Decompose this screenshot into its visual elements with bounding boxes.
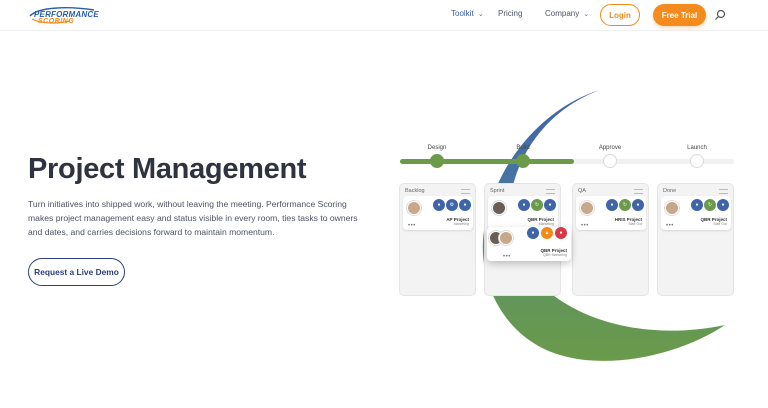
card-subtitle: Staff Out [628,222,642,226]
more-icon: ••• [503,254,511,260]
menu-icon [634,189,643,194]
task-card[interactable]: ● ↻ ● HRIS Project Staff Out ••• [576,196,646,230]
kanban-column-backlog: Backlog ● ⚙ ● AP Project Marketing ••• [399,183,476,296]
warning-icon: ▲ [541,227,553,239]
refresh-icon: ↻ [704,199,716,211]
column-title: Backlog [405,188,425,194]
column-title: Done [663,188,677,194]
stage-progress: Design Build Approve Launch [400,140,736,170]
member-icon: ● [459,199,471,211]
avatar [499,231,513,245]
logo-text-line2: SCORING [38,18,75,25]
logo-swoosh-icon [29,7,95,24]
hero-description: Turn initiatives into shipped work, with… [28,199,358,237]
menu-icon [461,189,470,194]
chevron-down-icon: ⌄ [583,10,590,18]
menu-icon [719,189,728,194]
progress-fill [400,159,574,164]
avatar [407,201,421,215]
card-subtitle: Staff Out [713,222,727,226]
task-card[interactable]: ● ↻ ● QBR Project Staff Out ••• [661,196,731,230]
nav-toolkit[interactable]: Toolkit ⌄ [451,9,484,18]
logo-text-line1: PERFORMANCE [34,10,99,19]
member-icon: ● [518,199,530,211]
stage-label-approve: Approve [598,145,622,151]
nav-pricing-label: Pricing [498,9,523,18]
member-icon: ● [433,199,445,211]
search-icon[interactable] [714,9,726,21]
member-icon: ● [632,199,644,211]
member-icon: ● [691,199,703,211]
refresh-icon: ↻ [619,199,631,211]
task-card[interactable]: ● ⚙ ● AP Project Marketing ••• [403,196,473,230]
nav-pricing[interactable]: Pricing [498,9,522,18]
alert-icon: ● [555,227,567,239]
card-title: QBR Project [540,248,567,253]
more-icon: ••• [408,223,416,229]
stage-marker-launch [690,154,704,168]
member-icon: ● [717,199,729,211]
stage-marker-design [430,154,444,168]
request-demo-button[interactable]: Request a Live Demo [28,258,125,286]
card-title: QBR Project [700,217,727,222]
more-icon: ••• [666,223,674,229]
kanban-column-qa: QA ● ↻ ● HRIS Project Staff Out ••• [572,183,649,296]
page-title: Project Management [28,153,307,185]
stage-label-launch: Launch [687,145,707,151]
login-button[interactable]: Login [600,4,640,26]
chevron-down-icon: ⌄ [477,10,484,18]
avatar [492,201,506,215]
logo[interactable]: PERFORMANCE SCORING [28,6,100,26]
kanban-column-done: Done ● ↻ ● QBR Project Staff Out ••• [657,183,734,296]
column-title: Sprint [490,188,505,194]
refresh-icon: ↻ [531,199,543,211]
nav-company-label: Company [545,9,580,18]
card-subtitle: QBR Marketing [543,253,567,257]
nav-company[interactable]: Company ⌄ [545,9,589,18]
column-title: QA [578,188,586,194]
member-icon: ● [544,199,556,211]
card-subtitle: Marketing [538,222,554,226]
member-icon: ● [606,199,618,211]
settings-icon: ⚙ [446,199,458,211]
card-title: HRIS Project [614,217,642,222]
menu-icon [546,189,555,194]
card-subtitle: Marketing [453,222,469,226]
nav-toolkit-label: Toolkit [451,9,474,18]
card-title: AP Project [446,217,469,222]
task-card[interactable]: ● ↻ ● QBR Project Marketing [488,196,558,230]
stage-label-build: Build [516,145,530,151]
stage-marker-build [516,154,530,168]
member-icon: ● [527,227,539,239]
free-trial-button[interactable]: Free Trial [653,4,706,26]
more-icon: ••• [581,223,589,229]
avatar [580,201,594,215]
site-header: PERFORMANCE SCORING Toolkit ⌄ Pricing Co… [0,0,768,31]
avatar [665,201,679,215]
card-title: QBR Project [527,217,554,222]
stage-marker-approve [603,154,617,168]
stage-label-design: Design [427,145,447,151]
dragged-task-card[interactable]: ● ▲ ● QBR Project QBR Marketing ••• [487,227,571,261]
